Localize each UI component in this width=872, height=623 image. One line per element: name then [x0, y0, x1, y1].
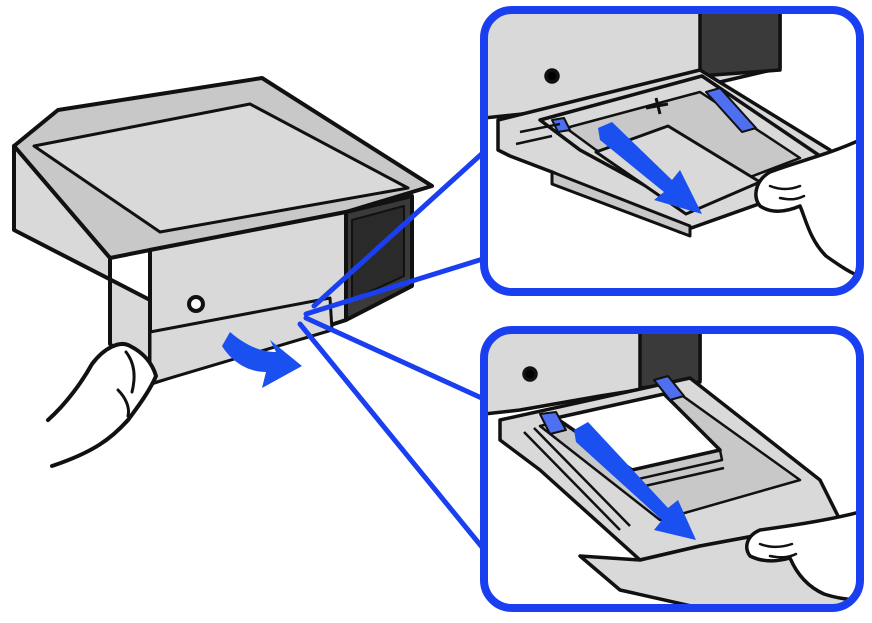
hand-icon — [48, 344, 156, 466]
power-button — [189, 297, 203, 311]
callout-bottom — [484, 330, 860, 608]
callout-top — [484, 10, 860, 292]
printer — [14, 78, 432, 384]
